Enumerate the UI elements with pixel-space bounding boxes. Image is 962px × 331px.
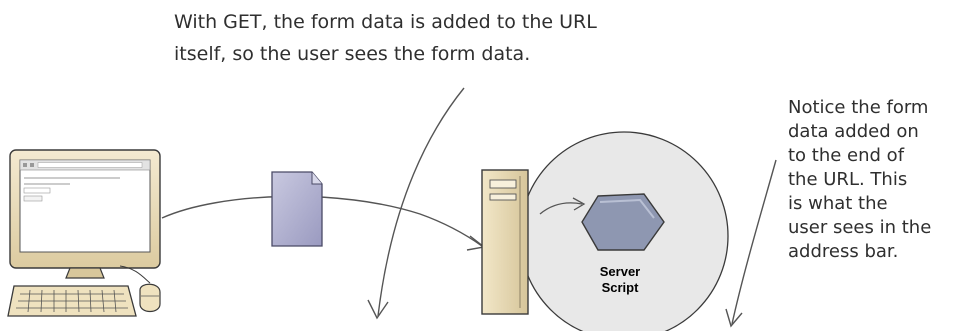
side-note-line-7: address bar.: [788, 241, 899, 262]
side-note-line-4: the URL. This: [788, 169, 908, 190]
side-note-line-3: to the end of: [788, 145, 905, 166]
side-note-line-6: user sees in the: [788, 217, 932, 238]
hexagon-script-icon: [581, 193, 665, 251]
desktop-computer-icon: [7, 149, 161, 317]
top-note-arrow: [377, 87, 465, 317]
script-label: Script: [602, 280, 640, 295]
top-note-line-2: itself, so the user sees the form data.: [174, 43, 531, 65]
document-icon: [271, 171, 323, 247]
side-note-line-5: is what the: [788, 193, 888, 214]
request-flow-line: [161, 195, 483, 247]
side-note-arrow: [731, 159, 777, 325]
side-note-line-2: data added on: [788, 121, 919, 142]
side-note-line-1: Notice the form: [788, 97, 929, 118]
server-label: Server: [600, 264, 640, 279]
top-note-line-1: With GET, the form data is added to the …: [174, 11, 597, 33]
server-tower-icon: [481, 169, 529, 315]
server-to-script-arrow: [539, 202, 583, 215]
